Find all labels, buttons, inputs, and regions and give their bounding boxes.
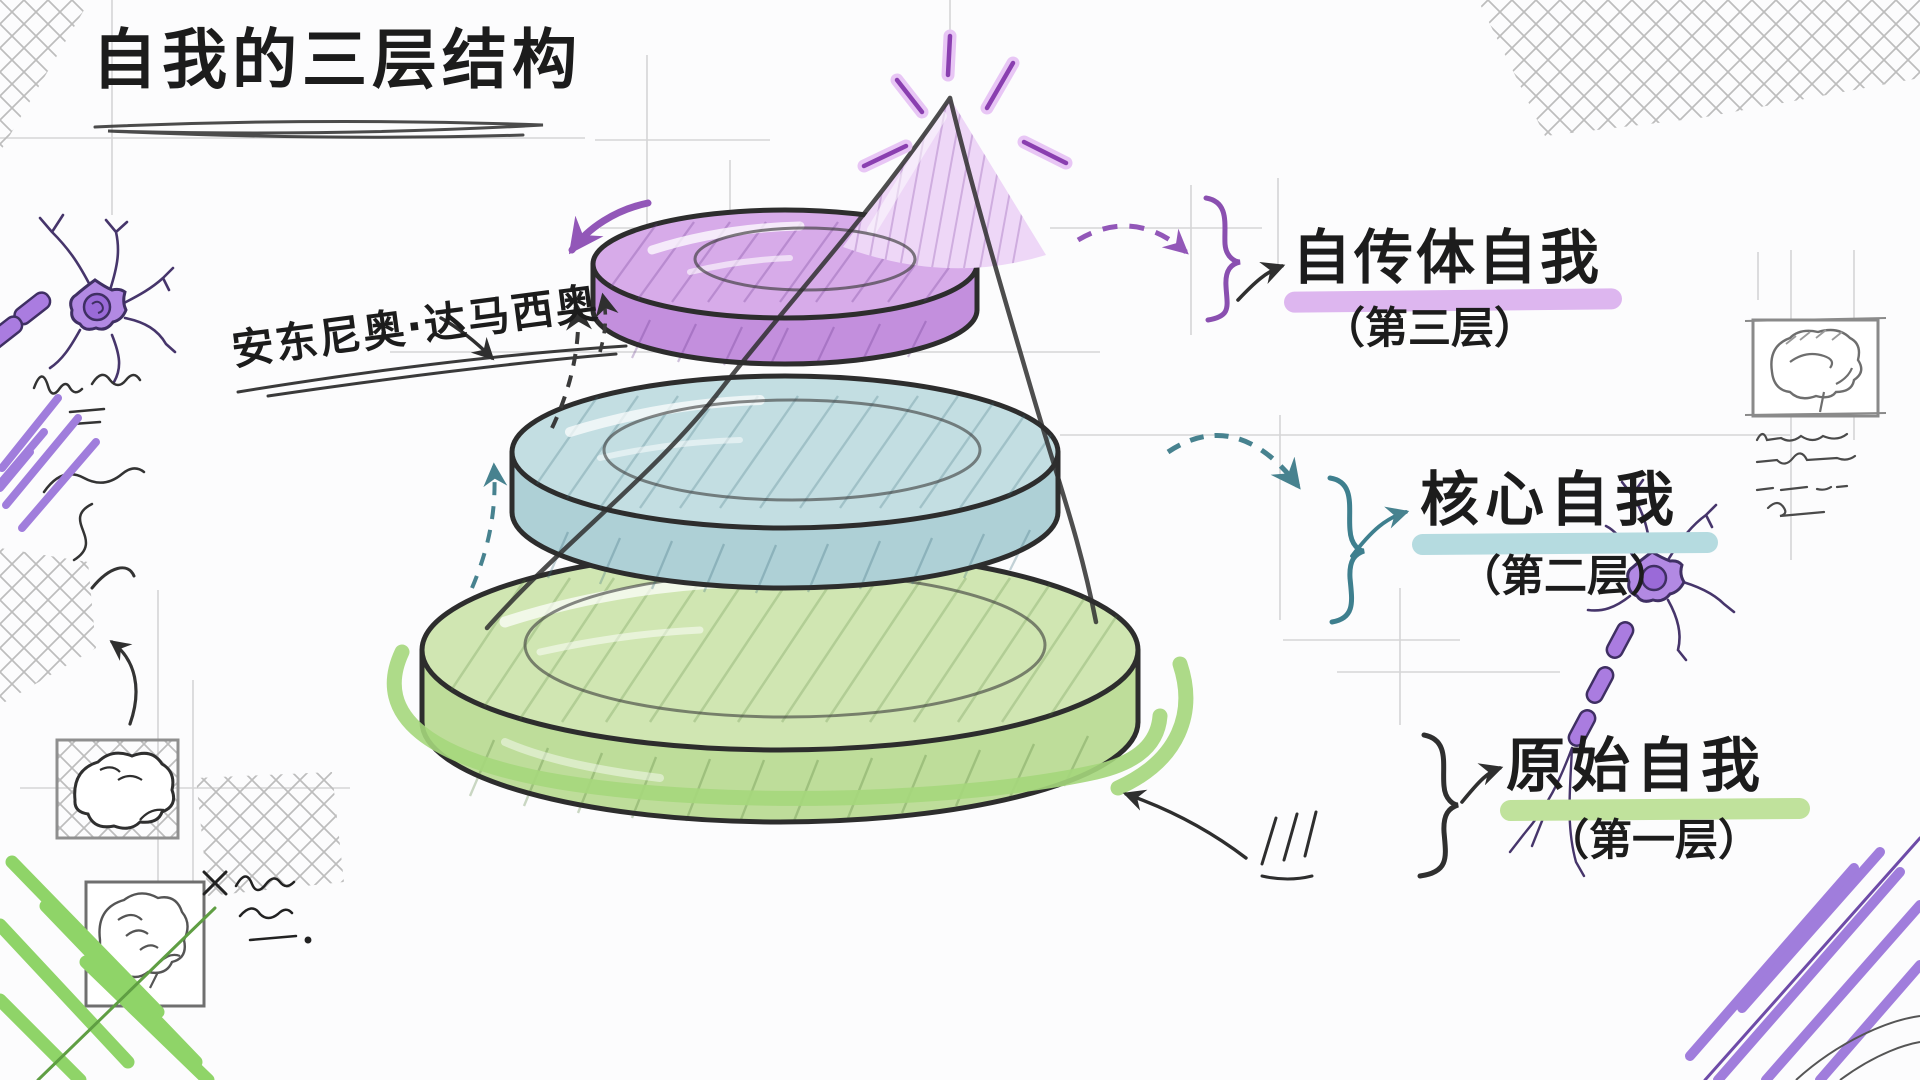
neuron-icon-left	[0, 213, 177, 384]
tier-bottom-proto-self	[419, 547, 1141, 825]
crosshatch-bottom-left	[0, 548, 344, 896]
layer-sublabel-first: （第一层）	[1546, 816, 1761, 866]
upflow-arrow-dark-1	[550, 304, 593, 429]
dashed-arrow-teal	[1166, 433, 1301, 490]
purple-strokes-left	[0, 394, 100, 532]
title-underline-scribble	[93, 119, 544, 139]
tally-scribble	[1260, 810, 1318, 881]
brain-sketch-bottom-left-hatched	[55, 738, 180, 840]
crosshatch-corner-top-right	[1478, 0, 1920, 136]
cone-outline	[484, 95, 1099, 631]
layer-label-autobiographical-self: 自传体自我	[1292, 223, 1603, 292]
arrow-to-label-bottom	[1460, 763, 1504, 804]
top-left-purple-arrow	[568, 199, 652, 255]
page-title: 自我的三层结构	[92, 23, 583, 98]
upflow-arrow-teal	[470, 462, 508, 589]
thin-purple-stroke-bottom-right	[1703, 836, 1920, 1080]
handwriting-scribble-bottom-left	[202, 870, 312, 944]
brace-middle	[1327, 475, 1365, 625]
purple-strokes-bottom-right	[1685, 847, 1920, 1080]
attribution-arrow	[439, 316, 495, 361]
note-scribbles-right	[1755, 432, 1857, 518]
tier-middle-core-self	[509, 373, 1061, 594]
layer-label-proto-self: 原始自我	[1506, 731, 1767, 800]
brain-sketch-right	[1744, 317, 1887, 418]
thin-dark-stroke-bottom-left	[36, 906, 217, 1080]
pencil-curves-bottom-right	[1795, 1015, 1920, 1080]
arrow-to-label-top	[1236, 262, 1286, 302]
brace-top	[1203, 195, 1241, 323]
layer-label-core-self: 核心自我	[1420, 465, 1681, 534]
sparkle-rays	[857, 29, 1073, 173]
layer-sublabel-second: （第二层）	[1458, 552, 1673, 602]
arrow-to-label-middle	[1350, 506, 1410, 558]
up-arrow-bottom-left	[109, 640, 138, 726]
small-hook-arrow	[90, 566, 136, 590]
swoosh-arrow	[1122, 789, 1248, 860]
layer-sublabel-third: （第三层）	[1322, 304, 1537, 354]
crosshatch-corner-top-left	[0, 0, 90, 152]
green-swoosh	[386, 644, 1194, 806]
dashed-arrow-purple	[1076, 223, 1189, 255]
brace-bottom	[1417, 732, 1459, 879]
upflow-arrow-dark-2	[595, 292, 619, 353]
neuron-icon-right	[1508, 478, 1736, 878]
